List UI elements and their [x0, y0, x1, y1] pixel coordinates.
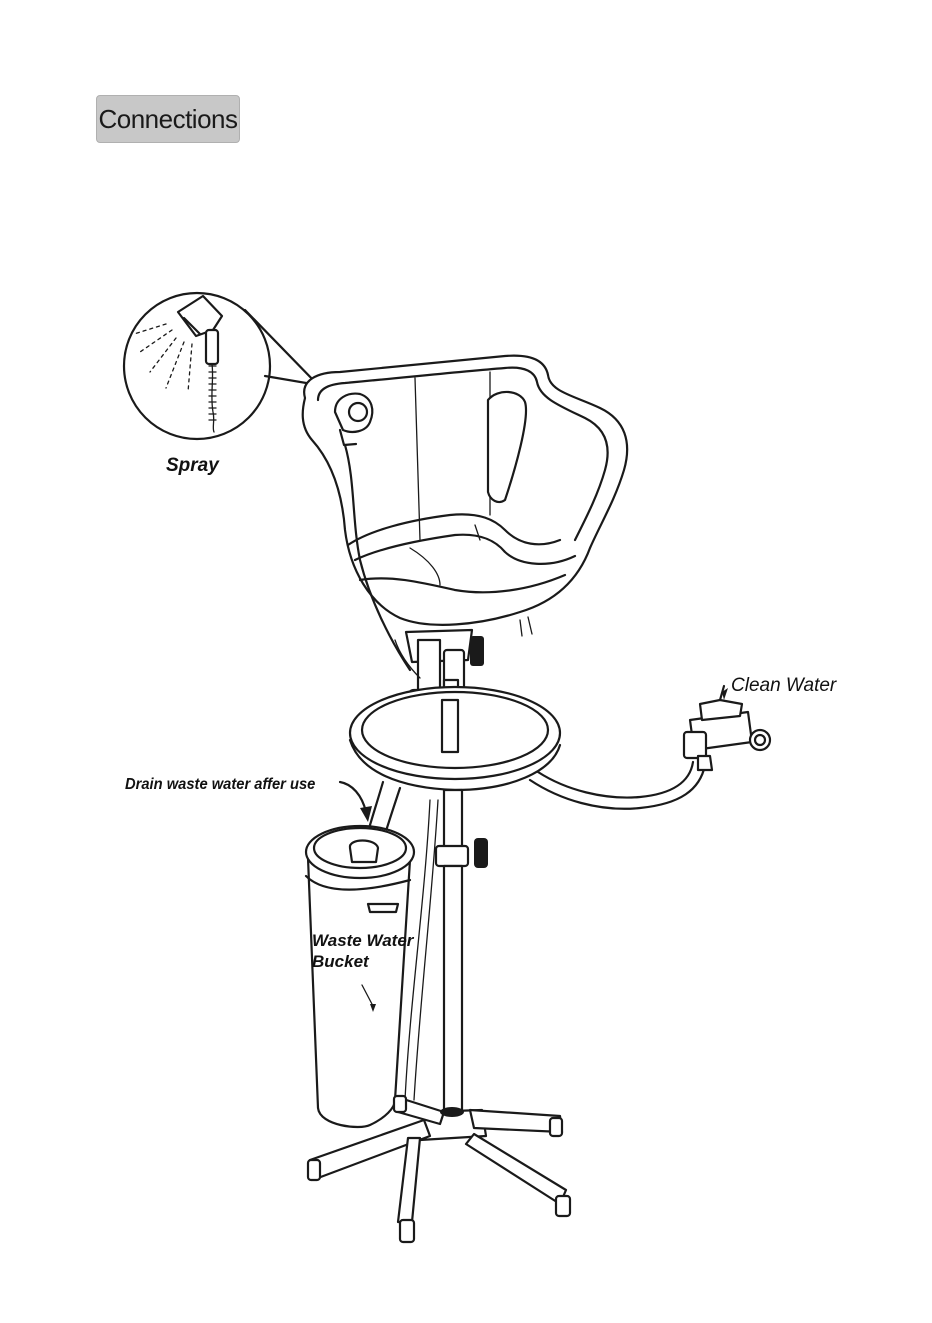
clean-water-label: Clean Water [731, 675, 836, 697]
waste-water-bucket-label: Waste Water Bucket [312, 930, 413, 972]
drain-arrow-icon [360, 806, 372, 822]
lower-column [436, 790, 488, 1112]
shampoo-basin [303, 356, 627, 670]
bucket-label-line2: Bucket [312, 951, 413, 972]
waste-water-bucket [306, 826, 414, 1127]
spray-callout [124, 293, 318, 439]
spray-label: Spray [166, 455, 219, 477]
bucket-label-line1: Waste Water [312, 930, 413, 951]
clean-water-hose [530, 762, 705, 809]
faucet-icon [684, 686, 770, 770]
drain-label: Drain waste water affer use [125, 776, 315, 794]
tray [350, 687, 560, 790]
spray-head-icon [134, 296, 222, 432]
